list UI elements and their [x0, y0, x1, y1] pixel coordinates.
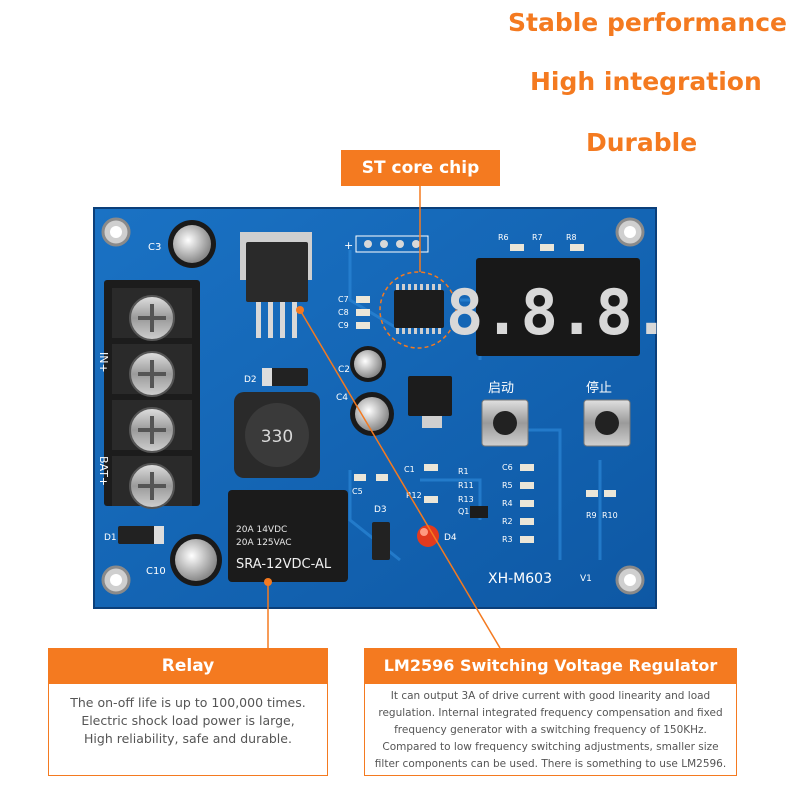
label-r11: R11	[458, 481, 474, 490]
label-q1: Q1	[458, 507, 469, 516]
smd-components	[354, 244, 616, 543]
label-c9: C9	[338, 321, 349, 330]
capacitor-c3	[168, 220, 216, 268]
relay-description-line: The on-off life is up to 100,000 times.	[70, 695, 306, 710]
label-c2: C2	[338, 365, 350, 375]
mounting-holes	[101, 217, 645, 595]
relay-description-line: Electric shock load power is large,	[81, 713, 295, 728]
feature-stable-performance: Stable performance	[508, 8, 788, 37]
label-r9: R9	[586, 511, 597, 520]
st-core-chip	[379, 271, 457, 349]
label-d3: D3	[374, 505, 387, 515]
label-d4: D4	[444, 533, 457, 543]
label-d1: D1	[104, 533, 117, 543]
relay-description: The on-off life is up to 100,000 times. …	[48, 684, 328, 776]
regulator-description-line: frequency generator with a switching fre…	[394, 724, 707, 736]
regulator-description: It can output 3A of drive current with g…	[364, 684, 737, 776]
label-in-plus: IN+	[97, 352, 110, 373]
capacitor-c2	[350, 346, 386, 382]
label-r12: R12	[406, 491, 422, 500]
label-r7: R7	[532, 233, 543, 242]
relay-rating-2: 20A 125VAC	[236, 538, 292, 548]
label-r8: R8	[566, 233, 577, 242]
relay-component: 20A 14VDC 20A 125VAC SRA-12VDC-AL	[228, 490, 348, 582]
label-c4: C4	[336, 393, 348, 403]
label-r4: R4	[502, 499, 513, 508]
stop-button-label: 停止	[586, 380, 612, 396]
relay-rating-1: 20A 14VDC	[236, 525, 287, 535]
stop-button[interactable]	[583, 399, 631, 447]
seven-segment-display: 8.8.8.	[446, 258, 670, 356]
diode-d1	[118, 526, 164, 544]
relay-tag: Relay	[48, 648, 328, 684]
start-button[interactable]	[481, 399, 529, 447]
header-pins	[355, 235, 429, 253]
label-c10: C10	[146, 566, 166, 577]
callout-leaders	[267, 186, 501, 649]
regulator-description-line: filter components can be used. There is …	[374, 758, 727, 770]
board-version: V1	[580, 574, 592, 584]
label-plus: +	[344, 239, 353, 252]
label-c1: C1	[404, 465, 415, 474]
capacitor-c10	[170, 534, 222, 586]
diode-d2	[262, 368, 308, 386]
lm2596-regulator-chip	[240, 232, 312, 338]
label-c5: C5	[352, 487, 363, 496]
board-model: XH-M603	[488, 571, 552, 587]
label-r1: R1	[458, 467, 469, 476]
small-regulator	[408, 376, 452, 428]
regulator-description-line: It can output 3A of drive current with g…	[390, 690, 711, 702]
label-r2: R2	[502, 517, 513, 526]
regulator-tag: LM2596 Switching Voltage Regulator	[364, 648, 737, 684]
inductor-330: 330	[234, 392, 320, 478]
display-digits: 8.8.8.	[446, 276, 670, 349]
relay-description-line: High reliability, safe and durable.	[84, 731, 292, 746]
label-c8: C8	[338, 308, 349, 317]
relay-model: SRA-12VDC-AL	[236, 557, 332, 572]
feature-high-integration: High integration	[530, 67, 762, 96]
terminal-screws	[129, 295, 175, 509]
feature-durable: Durable	[586, 128, 698, 157]
start-button-label: 启动	[488, 381, 514, 396]
label-c3: C3	[148, 242, 161, 253]
regulator-description-line: Compared to low frequency switching adju…	[382, 741, 719, 753]
st-core-chip-tag: ST core chip	[341, 150, 500, 186]
relay-leader-dot	[264, 578, 272, 586]
screw-terminal-block	[104, 280, 200, 509]
label-c6: C6	[502, 463, 513, 472]
regulator-leader-dot	[296, 306, 304, 314]
label-d2: D2	[244, 375, 257, 385]
label-r10: R10	[602, 511, 618, 520]
label-r5: R5	[502, 481, 513, 490]
led-d4	[417, 525, 439, 547]
regulator-description-line: regulation. Internal integrated frequenc…	[378, 707, 723, 719]
transistor-q1	[470, 506, 488, 518]
label-r13: R13	[458, 495, 474, 504]
label-r3: R3	[502, 535, 513, 544]
label-bat-plus: BAT+	[97, 456, 110, 486]
capacitor-c4	[350, 392, 394, 436]
diode-d3	[372, 522, 390, 560]
inductor-marking: 330	[261, 427, 293, 447]
label-c7: C7	[338, 295, 349, 304]
label-r6: R6	[498, 233, 509, 242]
